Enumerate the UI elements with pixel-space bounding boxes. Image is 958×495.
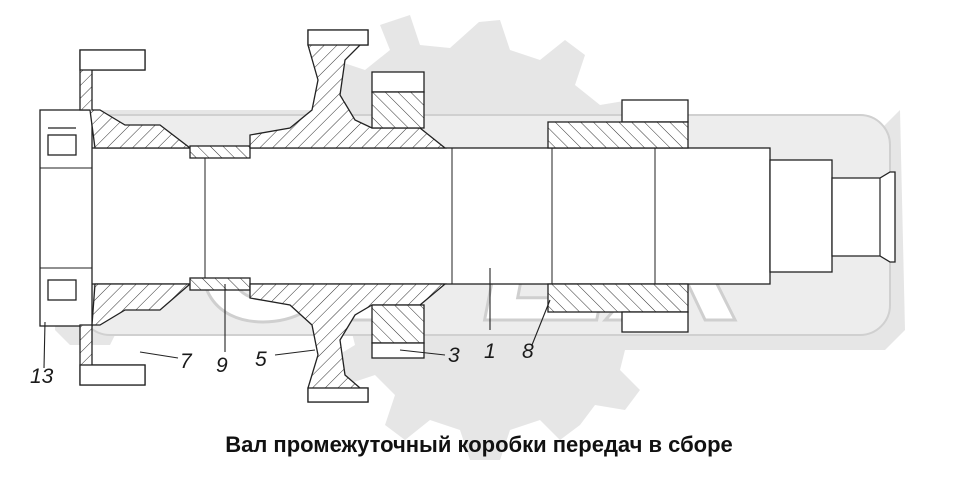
callout-8: 8 [522, 340, 534, 363]
figure-caption: Вал промежуточный коробки передач в сбор… [225, 432, 733, 457]
shaft-1 [89, 147, 896, 285]
leader-13 [43, 321, 46, 369]
leader-lines [43, 268, 551, 369]
spacer-9 [189, 145, 251, 291]
callout-3: 3 [448, 344, 460, 367]
leader-5 [274, 349, 316, 356]
callout-1: 1 [484, 340, 496, 363]
callout-5: 5 [255, 348, 267, 371]
callout-7: 7 [180, 350, 193, 373]
leader-8 [531, 299, 551, 346]
leader-7 [139, 351, 179, 359]
callout-9: 9 [216, 354, 228, 377]
callout-13: 13 [30, 365, 54, 388]
gear-3 [371, 71, 425, 359]
gear-7 [79, 49, 192, 386]
bearing-13 [39, 109, 93, 327]
leader-3 [399, 349, 446, 356]
gear-8 [547, 99, 689, 333]
